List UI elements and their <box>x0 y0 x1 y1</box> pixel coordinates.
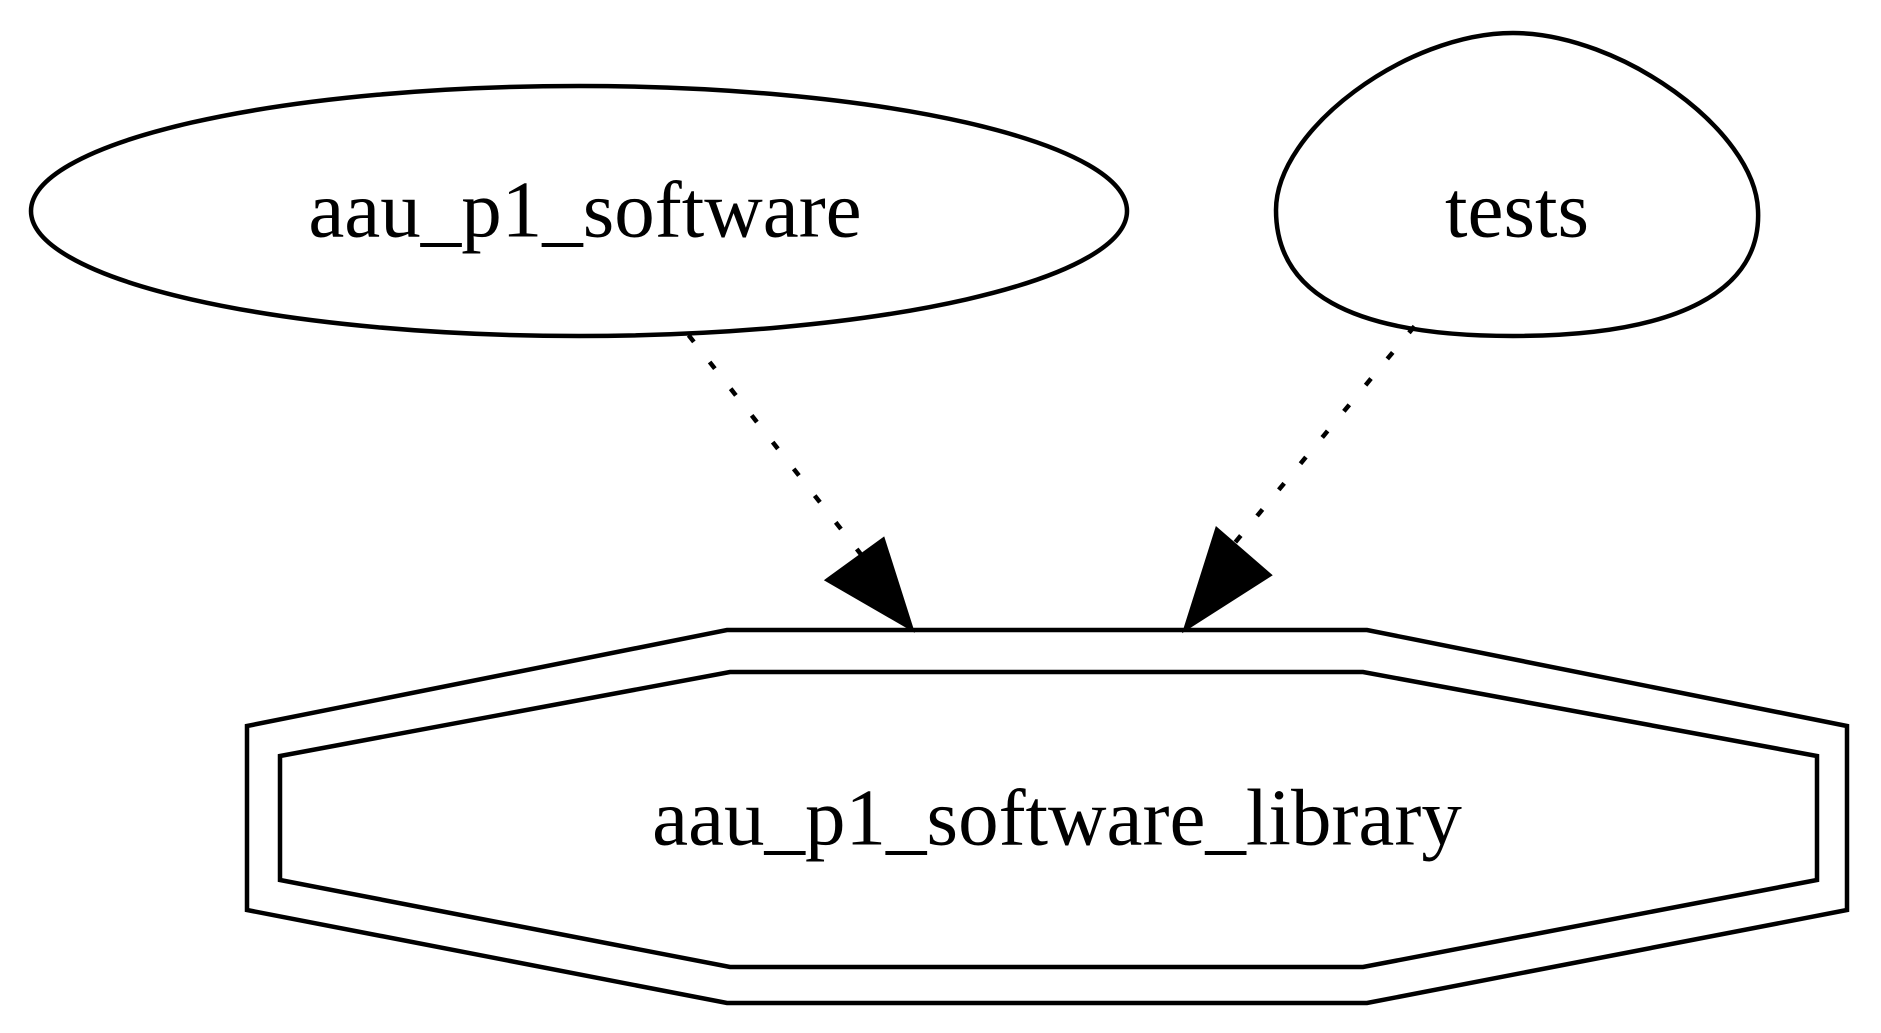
edge-line <box>686 333 867 561</box>
edge-line <box>1229 324 1417 549</box>
edge-tests-to-library <box>1181 324 1417 634</box>
node-ellipse-shape <box>28 83 1130 339</box>
arrow-head <box>823 536 915 633</box>
node-aau-p1-software[interactable]: aau_p1_software <box>28 83 1130 339</box>
node-octagon-outer <box>244 627 1850 1006</box>
node-label: tests <box>1445 165 1589 255</box>
node-octagon-inner <box>277 669 1820 970</box>
node-aau-p1-software-library[interactable]: aau_p1_software_library <box>244 627 1850 1006</box>
node-tests[interactable]: tests <box>1273 30 1761 339</box>
node-label: aau_p1_software <box>308 165 861 255</box>
arrow-head <box>1181 526 1273 634</box>
edge-aau-p1-software-to-library <box>686 333 915 633</box>
node-egg-shape <box>1273 30 1761 339</box>
node-label: aau_p1_software_library <box>652 773 1462 863</box>
